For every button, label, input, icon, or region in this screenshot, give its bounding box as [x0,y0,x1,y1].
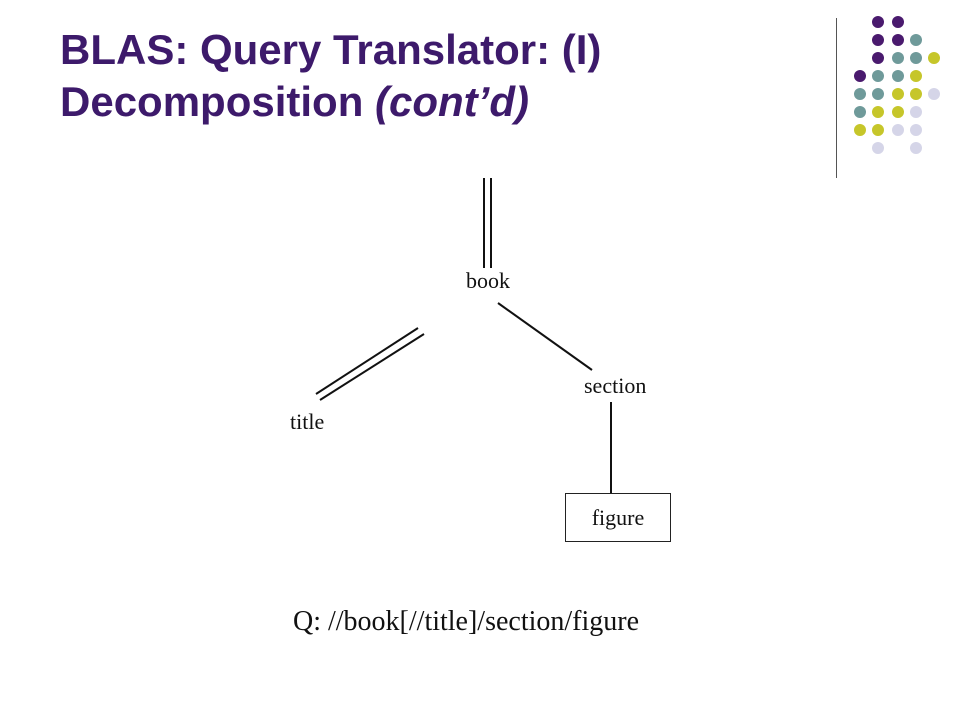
slide-title: BLAS: Query Translator: (I) Decompositio… [60,24,800,128]
slide-title-main: Decomposition [60,78,376,125]
node-book: book [466,268,510,293]
dot [910,124,922,136]
dot [910,70,922,82]
dot [872,16,884,28]
dot [892,34,904,46]
dot [910,52,922,64]
dot [910,106,922,118]
dot [892,70,904,82]
dot [872,52,884,64]
node-figure: figure [565,493,671,542]
dot [910,34,922,46]
edge-root-book [483,178,492,268]
node-title: title [290,409,325,434]
dot [892,88,904,100]
dot [872,142,884,154]
dot [854,124,866,136]
dot [928,88,940,100]
dot [872,70,884,82]
dot [910,88,922,100]
dot [872,34,884,46]
slide-title-line1: BLAS: Query Translator: (I) [60,26,602,73]
dot [854,70,866,82]
node-figure-label: figure [591,504,645,530]
query-expression: Q: //book[//title]/section/figure [293,606,640,637]
decorative-dot-grid [854,16,940,154]
slide-title-italic: (cont’d) [375,78,529,125]
dot [928,52,940,64]
dot [892,52,904,64]
dot [854,88,866,100]
dot [892,124,904,136]
edge-book-title [315,327,425,401]
slide-title-line2: Decomposition (cont’d) [60,76,800,128]
dot [892,106,904,118]
dot [872,124,884,136]
dot [872,88,884,100]
node-section: section [584,373,647,398]
dot [892,16,904,28]
divider-line [836,18,837,178]
edge-book-section [497,302,593,371]
dot [854,106,866,118]
dot [872,106,884,118]
dot [910,142,922,154]
